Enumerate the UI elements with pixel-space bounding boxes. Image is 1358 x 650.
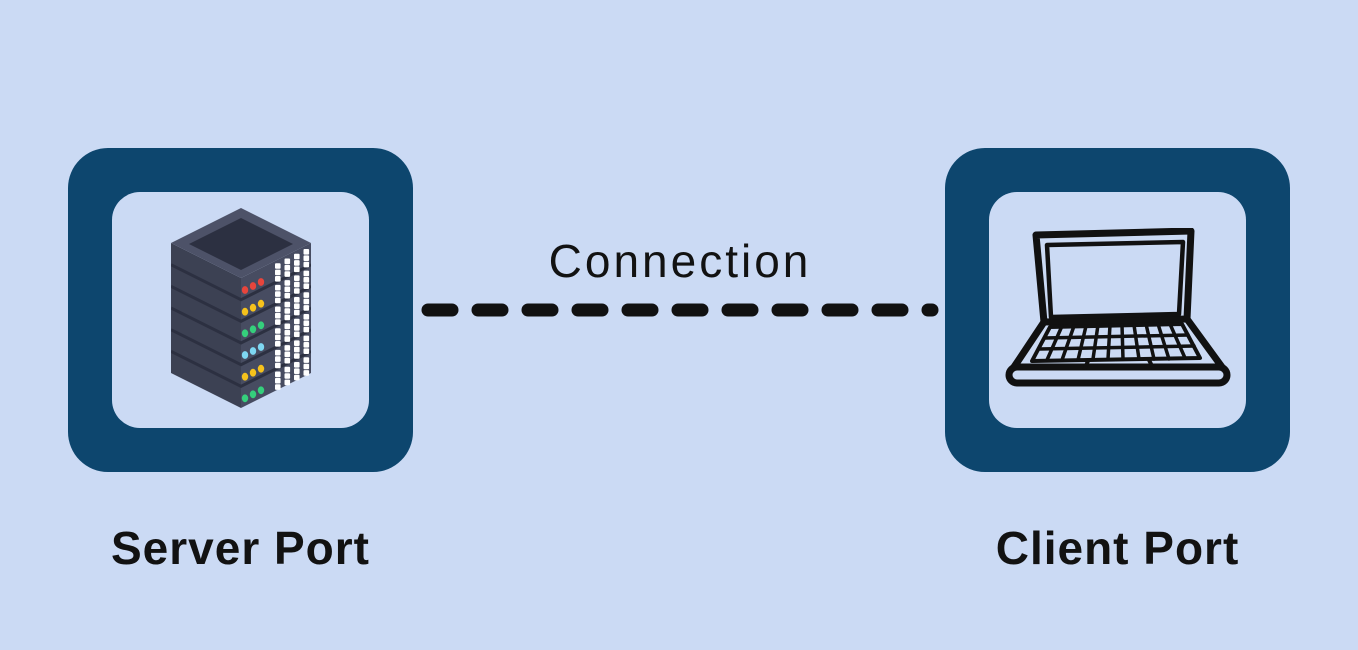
client-port-box bbox=[945, 148, 1290, 472]
server-port-label: Server Port bbox=[110, 522, 370, 574]
server-rack-icon bbox=[170, 207, 311, 408]
client-port-label: Client Port bbox=[995, 522, 1240, 574]
server-port-box bbox=[68, 148, 413, 472]
laptop-icon bbox=[1005, 228, 1230, 387]
server-port-box-inner bbox=[112, 192, 369, 428]
client-port-box-inner bbox=[989, 192, 1246, 428]
connection-dashed-line bbox=[421, 303, 939, 317]
connection-label: Connection bbox=[548, 235, 812, 287]
